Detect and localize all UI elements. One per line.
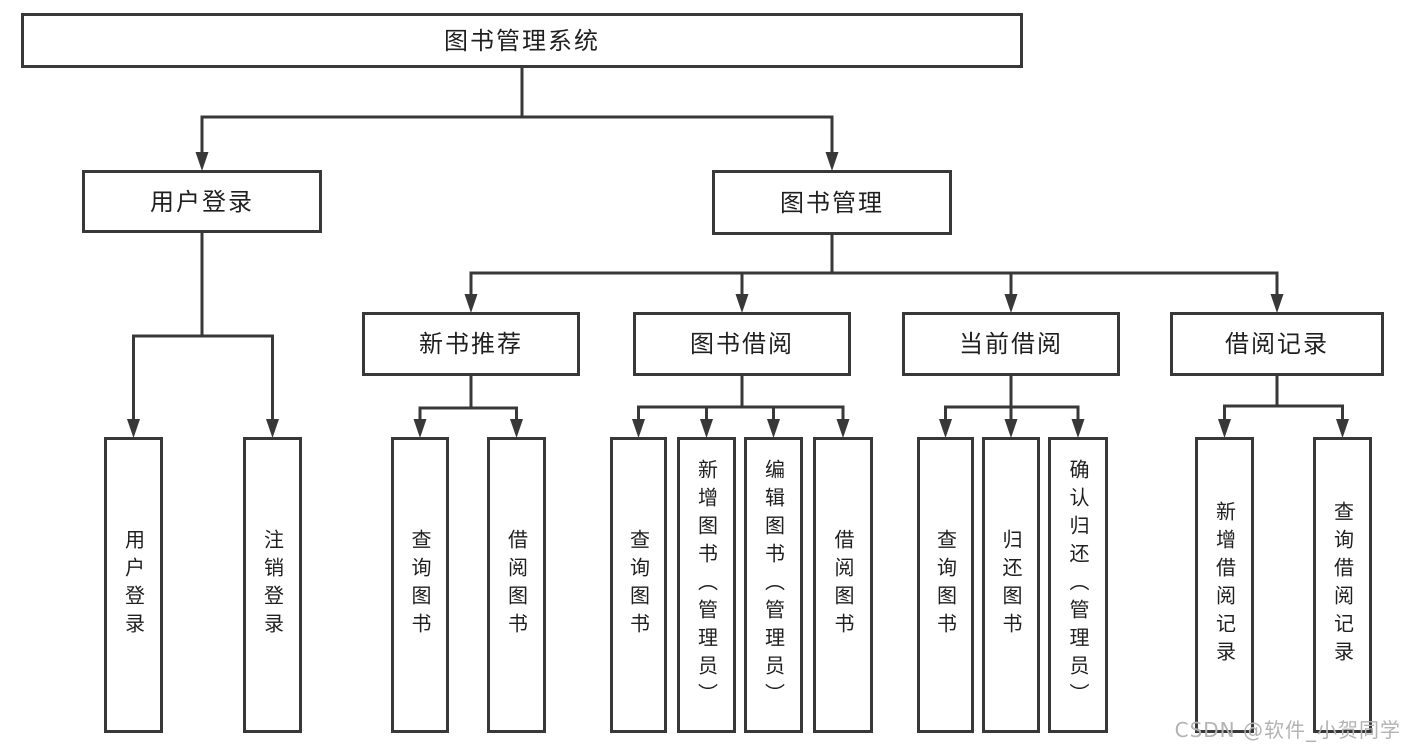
node-borrowing-records: 借阅记录 — [1170, 312, 1384, 376]
leaf-confirm-return-admin-label: 确认归还（管理员） — [1066, 459, 1090, 711]
node-current-borrowing: 当前借阅 — [902, 312, 1120, 376]
leaf-confirm-return-admin: 确认归还（管理员） — [1048, 437, 1108, 733]
leaf-logout: 注销登录 — [243, 437, 302, 733]
node-user-login-label: 用户登录 — [150, 187, 254, 216]
node-book-management: 图书管理 — [712, 170, 952, 235]
node-book-management-label: 图书管理 — [780, 188, 884, 217]
node-root-label: 图书管理系统 — [444, 26, 600, 55]
leaf-add-books-admin-label: 新增图书（管理员） — [694, 459, 719, 711]
leaf-return-books-label: 归还图书 — [999, 529, 1023, 641]
leaf-borrow-books-2-label: 借阅图书 — [831, 529, 855, 641]
leaf-query-borrow-record: 查询借阅记录 — [1313, 437, 1372, 733]
leaf-add-borrow-record-label: 新增借阅记录 — [1212, 501, 1237, 669]
node-current-borrowing-label: 当前借阅 — [959, 330, 1063, 358]
leaf-borrow-books-2: 借阅图书 — [813, 437, 873, 733]
leaf-return-books: 归还图书 — [982, 437, 1040, 733]
leaf-query-books-3-label: 查询图书 — [933, 529, 958, 641]
leaf-borrow-books-1-label: 借阅图书 — [504, 529, 529, 641]
node-root: 图书管理系统 — [21, 13, 1023, 68]
leaf-user-login-label: 用户登录 — [121, 529, 146, 641]
node-new-book-recommend-label: 新书推荐 — [419, 330, 523, 358]
leaf-query-books-1-label: 查询图书 — [408, 529, 432, 641]
leaf-edit-books-admin: 编辑图书（管理员） — [744, 437, 803, 733]
node-book-borrowing-label: 图书借阅 — [690, 330, 794, 358]
leaf-query-books-3: 查询图书 — [917, 437, 974, 733]
leaf-add-borrow-record: 新增借阅记录 — [1195, 437, 1254, 733]
leaf-borrow-books-1: 借阅图书 — [487, 437, 546, 733]
node-user-login: 用户登录 — [82, 170, 322, 233]
node-book-borrowing: 图书借阅 — [633, 312, 851, 376]
leaf-add-books-admin: 新增图书（管理员） — [677, 437, 736, 733]
leaf-edit-books-admin-label: 编辑图书（管理员） — [761, 459, 786, 711]
leaf-query-books-2-label: 查询图书 — [626, 529, 651, 641]
leaf-query-borrow-record-label: 查询借阅记录 — [1330, 501, 1355, 669]
leaf-query-books-2: 查询图书 — [610, 437, 667, 733]
leaf-user-login: 用户登录 — [104, 437, 163, 733]
node-new-book-recommend: 新书推荐 — [362, 312, 580, 376]
leaf-query-books-1: 查询图书 — [391, 437, 449, 733]
leaf-logout-label: 注销登录 — [260, 529, 285, 641]
node-borrowing-records-label: 借阅记录 — [1225, 330, 1329, 358]
watermark: CSDN @软件_小贺同学 — [1174, 718, 1401, 742]
